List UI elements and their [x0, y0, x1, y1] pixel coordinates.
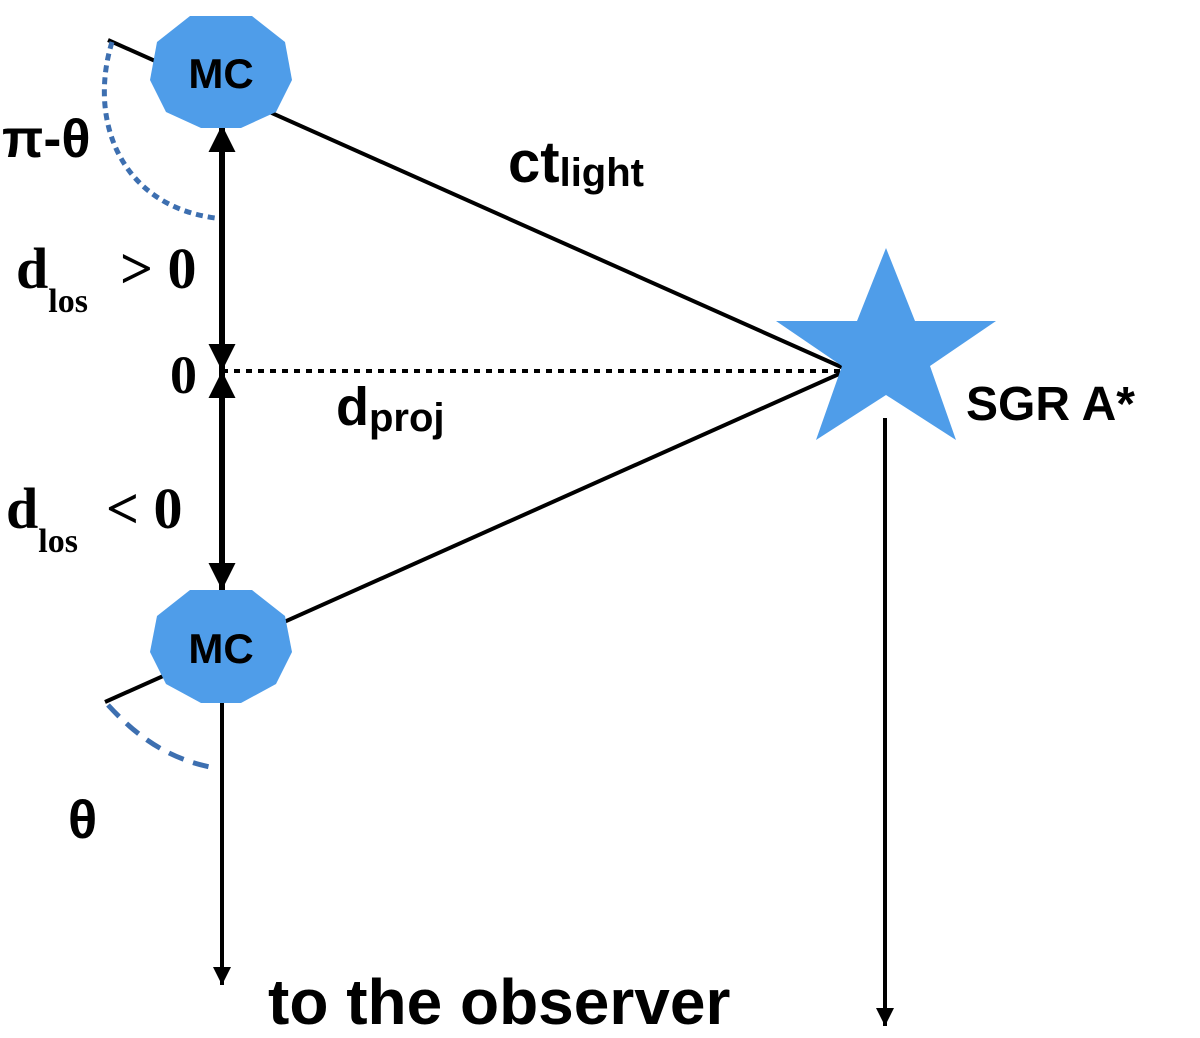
- dlos-positive-label: dlos > 0: [16, 236, 197, 320]
- cloud-bottom-shape: [150, 590, 292, 703]
- theta-arc: [106, 703, 216, 771]
- dlos-neg-main: d: [6, 476, 38, 541]
- zero-label: 0: [170, 345, 197, 405]
- molecular-cloud-top: MC: [150, 16, 292, 128]
- sgr-a-star-icon: [776, 248, 996, 440]
- dproj-label: dproj: [336, 377, 445, 440]
- molecular-cloud-bottom: MC: [150, 590, 292, 703]
- ct-light-label: ctlight: [508, 130, 644, 195]
- ct-main: ct: [508, 130, 560, 195]
- dlos-pos-rel: > 0: [120, 236, 197, 301]
- dlos-pos-sub: los: [48, 283, 88, 320]
- dlos-pos-main: d: [16, 236, 48, 301]
- dproj-sub: proj: [369, 396, 445, 440]
- dlos-neg-rel: < 0: [106, 476, 183, 541]
- dlos-neg-sub: los: [38, 523, 78, 560]
- pi-minus-theta-arc: [101, 41, 216, 221]
- star-label: SGR A*: [966, 378, 1135, 431]
- observer-label: to the observer: [268, 966, 730, 1038]
- ct-sub: light: [560, 151, 644, 195]
- cloud-bottom-label: MC: [188, 625, 253, 672]
- dproj-main: d: [336, 377, 369, 437]
- pi-minus-theta-label: π-θ: [2, 109, 91, 169]
- cloud-top-shape: [150, 16, 292, 128]
- cloud-top-label: MC: [188, 50, 253, 97]
- theta-label: θ: [68, 790, 97, 850]
- dlos-negative-label: dlos < 0: [6, 476, 183, 560]
